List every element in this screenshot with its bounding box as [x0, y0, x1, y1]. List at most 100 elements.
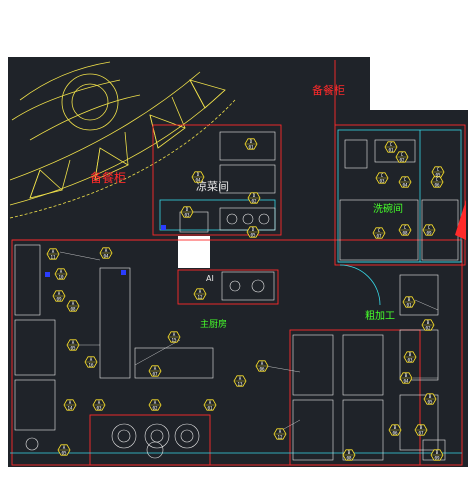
equipment-tag: C09	[422, 224, 436, 236]
tag-number: 04	[403, 379, 409, 384]
tag-series: B	[409, 352, 412, 357]
tag-series: A	[52, 249, 55, 254]
tag-number: 02	[152, 406, 158, 411]
tag-series: A	[279, 429, 282, 434]
equipment-tag: C06	[430, 176, 444, 188]
tag-number: 01	[248, 145, 254, 150]
tag-number: 02	[251, 199, 257, 204]
tag-number: 08	[70, 307, 76, 312]
tag-series: D	[250, 139, 253, 144]
equipment-tag: A16	[84, 356, 98, 368]
equipment-tag: A14	[63, 399, 77, 411]
tag-series: A	[209, 400, 212, 405]
tag-series: A	[60, 269, 63, 274]
tag-series: A	[72, 340, 75, 345]
tag-series: C	[404, 177, 407, 182]
equipment-tag: A15	[167, 331, 181, 343]
tag-number: 10	[58, 275, 64, 280]
tag-number: 06	[392, 431, 398, 436]
equipment-tag: A09	[52, 290, 66, 302]
tag-series: A	[72, 301, 75, 306]
tag-series: C	[381, 173, 384, 178]
equipment-tag: D03	[180, 206, 194, 218]
tag-series: B	[348, 450, 351, 455]
equipment-tag: A10	[54, 268, 68, 280]
equipment-tag: A12	[273, 428, 287, 440]
small-mark-ai: AI	[206, 274, 214, 283]
tag-series: A	[98, 400, 101, 405]
equipment-tag: A12	[193, 288, 207, 300]
equipment-tag: A08	[66, 300, 80, 312]
equipment-tag: B03	[403, 351, 417, 363]
equipment-tag: B07	[414, 424, 428, 436]
tag-number: 05	[70, 346, 76, 351]
tag-number: 09	[426, 231, 432, 236]
equipment-tag: A07	[148, 365, 162, 377]
room-label-main-kitchen: 主厨房	[200, 318, 227, 330]
tag-number: 01	[406, 303, 412, 308]
tag-series: C	[437, 167, 440, 172]
room-label-buffet-top: 备餐柜	[312, 83, 345, 97]
equipment-tag: D02	[247, 192, 261, 204]
tag-number: 03	[379, 179, 385, 184]
tag-number: 11	[50, 255, 56, 260]
tag-number: 07	[376, 234, 382, 239]
equipment-tag: B05	[423, 393, 437, 405]
equipment	[14, 131, 459, 461]
tag-series: A	[69, 400, 72, 405]
tag-number: 03	[184, 213, 190, 218]
center-cutout	[178, 236, 210, 268]
tag-series: C	[390, 142, 393, 147]
leader-lines	[59, 251, 439, 431]
door-marker	[455, 200, 466, 240]
top-right-cutout	[370, 57, 468, 110]
room-label-buffet-left: 备餐柜	[90, 170, 126, 185]
tag-series: A	[154, 366, 157, 371]
tag-series: B	[436, 450, 439, 455]
tag-series: D	[253, 193, 256, 198]
tag-series: C	[401, 152, 404, 157]
equipment-tag: C01	[384, 141, 398, 153]
tag-series: A	[105, 248, 108, 253]
equipment-tag: A01	[203, 399, 217, 411]
equipment-tag: C03	[375, 172, 389, 184]
tag-series: C	[404, 225, 407, 230]
buffet-arc	[9, 61, 236, 219]
equipment-tag: A05	[57, 444, 71, 456]
tag-number: 13	[237, 382, 243, 387]
tag-series: C	[436, 177, 439, 182]
tag-number: 08	[346, 456, 352, 461]
equipment-tag: C04	[398, 176, 412, 188]
equipment-tag: B02	[421, 319, 435, 331]
tag-series: A	[239, 376, 242, 381]
equipment-tag: A02	[148, 399, 162, 411]
tag-number: 06	[259, 367, 265, 372]
tag-number: 05	[250, 233, 256, 238]
tag-series: A	[154, 400, 157, 405]
tag-series: A	[58, 291, 61, 296]
equipment-tag: A11	[46, 248, 60, 260]
tag-series: B	[408, 297, 411, 302]
equipment-tag: C07	[372, 227, 386, 239]
tag-series: D	[186, 207, 189, 212]
tag-number: 02	[399, 158, 405, 163]
equipment-tag: B09	[430, 449, 444, 461]
tag-series: A	[173, 332, 176, 337]
tag-series: B	[427, 320, 430, 325]
equipment-tag: A03	[92, 399, 106, 411]
tag-number: 08	[402, 231, 408, 236]
equipment-tag: B01	[402, 296, 416, 308]
equipment-tag: A13	[233, 375, 247, 387]
equipment-tag: C05	[431, 166, 445, 178]
equipment-tag: A04	[99, 247, 113, 259]
equipment-tag: D05	[246, 226, 260, 238]
tag-series: A	[261, 361, 264, 366]
tag-series: D	[197, 172, 200, 177]
blue-markers	[45, 225, 166, 277]
tag-number: 06	[434, 183, 440, 188]
tag-series: A	[63, 445, 66, 450]
tag-series: B	[420, 425, 423, 430]
tag-number: 12	[197, 295, 203, 300]
